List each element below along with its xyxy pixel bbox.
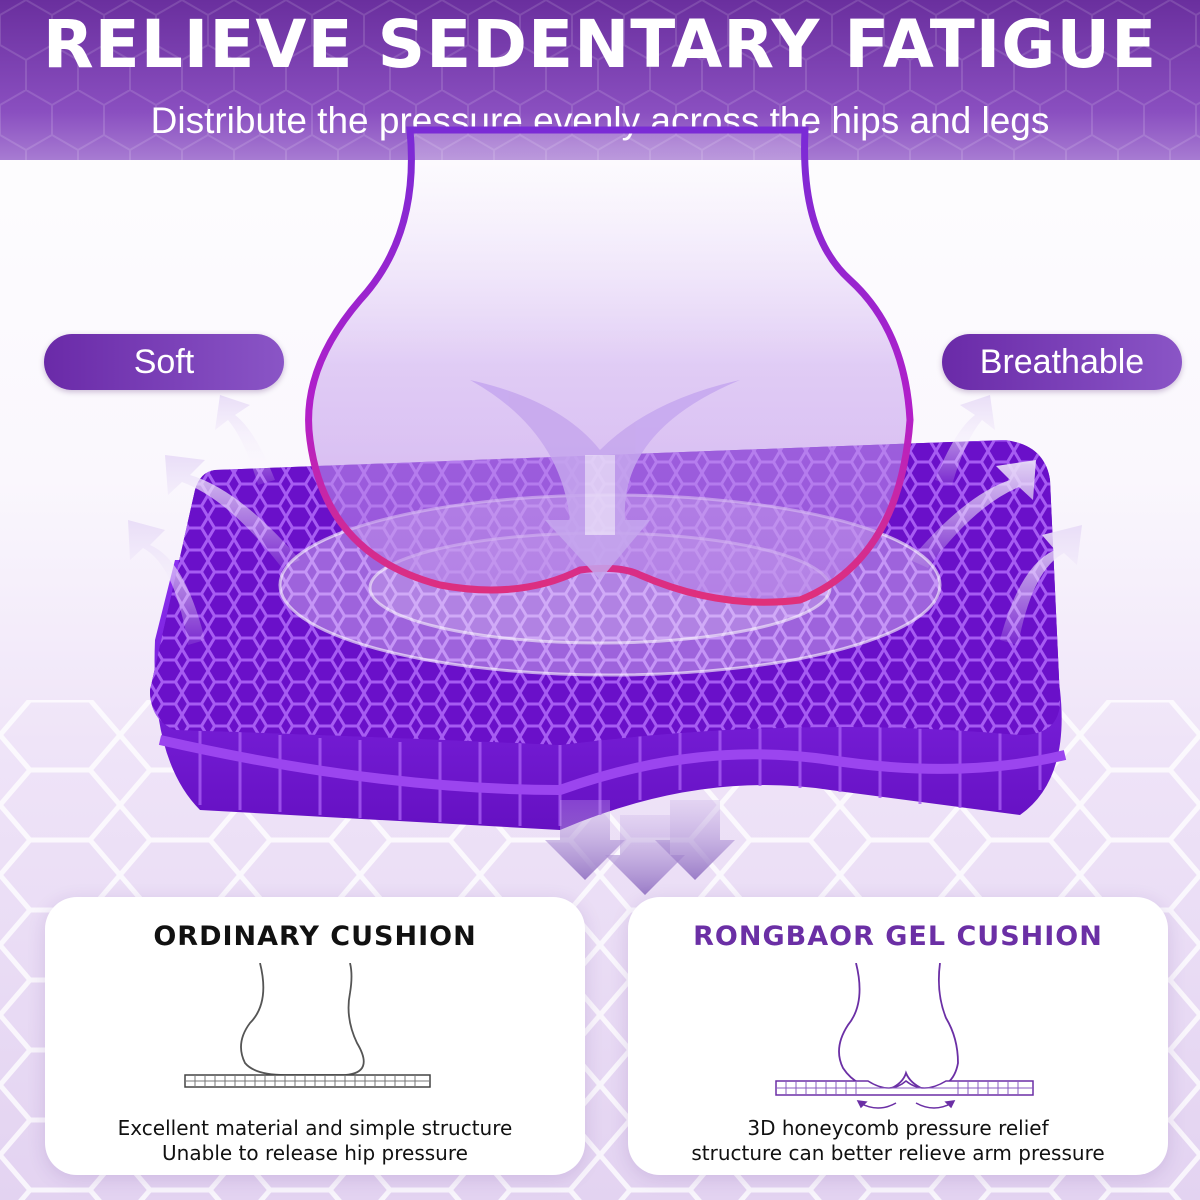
airflow-arrows-right	[910, 395, 1082, 645]
gel-cushion-line2: structure can better relieve arm pressur…	[691, 1141, 1105, 1165]
ordinary-cushion-line2: Unable to release hip pressure	[162, 1141, 468, 1165]
gel-cushion-title: RONGBAOR GEL CUSHION	[693, 921, 1103, 952]
gel-cushion-card: RONGBAOR GEL CUSHION 3D hon	[628, 897, 1168, 1175]
ordinary-cushion-card: ORDINARY CUSHION Excellent material and …	[45, 897, 585, 1175]
breathable-badge: Breathable	[942, 334, 1182, 390]
header-banner: RELIEVE SEDENTARY FATIGUE Distribute the…	[0, 0, 1200, 160]
body-silhouette	[305, 126, 914, 606]
page-title: RELIEVE SEDENTARY FATIGUE	[42, 6, 1158, 83]
gel-cushion-diagram	[775, 963, 1034, 1109]
ordinary-cushion-line1: Excellent material and simple structure	[117, 1116, 513, 1140]
pressure-arrows	[470, 380, 740, 580]
ordinary-cushion-diagram	[184, 963, 431, 1088]
ordinary-cushion-title: ORDINARY CUSHION	[153, 921, 477, 952]
gel-cushion-line1: 3D honeycomb pressure relief	[747, 1116, 1049, 1140]
airflow-arrows-left	[128, 395, 300, 645]
downward-arrows	[545, 800, 735, 895]
soft-badge: Soft	[44, 334, 284, 390]
